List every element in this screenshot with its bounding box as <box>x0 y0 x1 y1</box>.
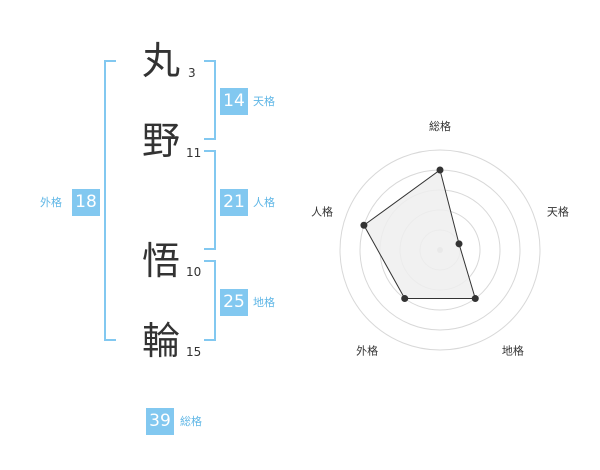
stroke-count-2: 11 <box>186 146 202 160</box>
jinkaku-value-box: 21 <box>220 189 248 216</box>
gaikaku-bracket <box>104 60 116 341</box>
radar-point-4 <box>401 295 409 303</box>
stroke-count-3: 10 <box>186 265 202 279</box>
radar-axis-label-2: 天格 <box>547 205 569 219</box>
radar-point-5 <box>360 221 368 229</box>
tenkaku-bracket <box>204 60 216 140</box>
radar-axis-label-5: 人格 <box>311 205 333 219</box>
tenkaku-label: 天格 <box>253 95 275 108</box>
radar-point-1 <box>436 166 444 174</box>
chikaku-value-box: 25 <box>220 289 248 316</box>
name-char-2: 野 <box>142 119 181 163</box>
soukaku-label: 総格 <box>180 415 202 428</box>
radar-point-3 <box>471 295 479 303</box>
jinkaku-label: 人格 <box>253 196 275 209</box>
gaikaku-label: 外格 <box>40 196 62 209</box>
jinkaku-bracket <box>204 150 216 250</box>
radar-value-polygon <box>363 169 476 300</box>
stroke-count-4: 15 <box>186 345 202 359</box>
gaikaku-value-box: 18 <box>72 189 100 216</box>
radar-axis-label-3: 地格 <box>502 343 524 357</box>
radar-axis-label-1: 総格 <box>429 119 451 133</box>
name-char-1: 丸 <box>142 39 181 83</box>
radar-ring <box>339 149 541 351</box>
name-char-3: 悟 <box>142 239 181 283</box>
stroke-count-1: 3 <box>188 66 196 80</box>
chikaku-label: 地格 <box>253 296 275 309</box>
soukaku-value-box: 39 <box>146 408 174 435</box>
tenkaku-value-box: 14 <box>220 88 248 115</box>
radar-axis-label-4: 外格 <box>356 343 378 357</box>
chikaku-bracket <box>204 260 216 341</box>
name-char-4: 輪 <box>142 319 181 363</box>
radar-point-2 <box>455 240 463 248</box>
